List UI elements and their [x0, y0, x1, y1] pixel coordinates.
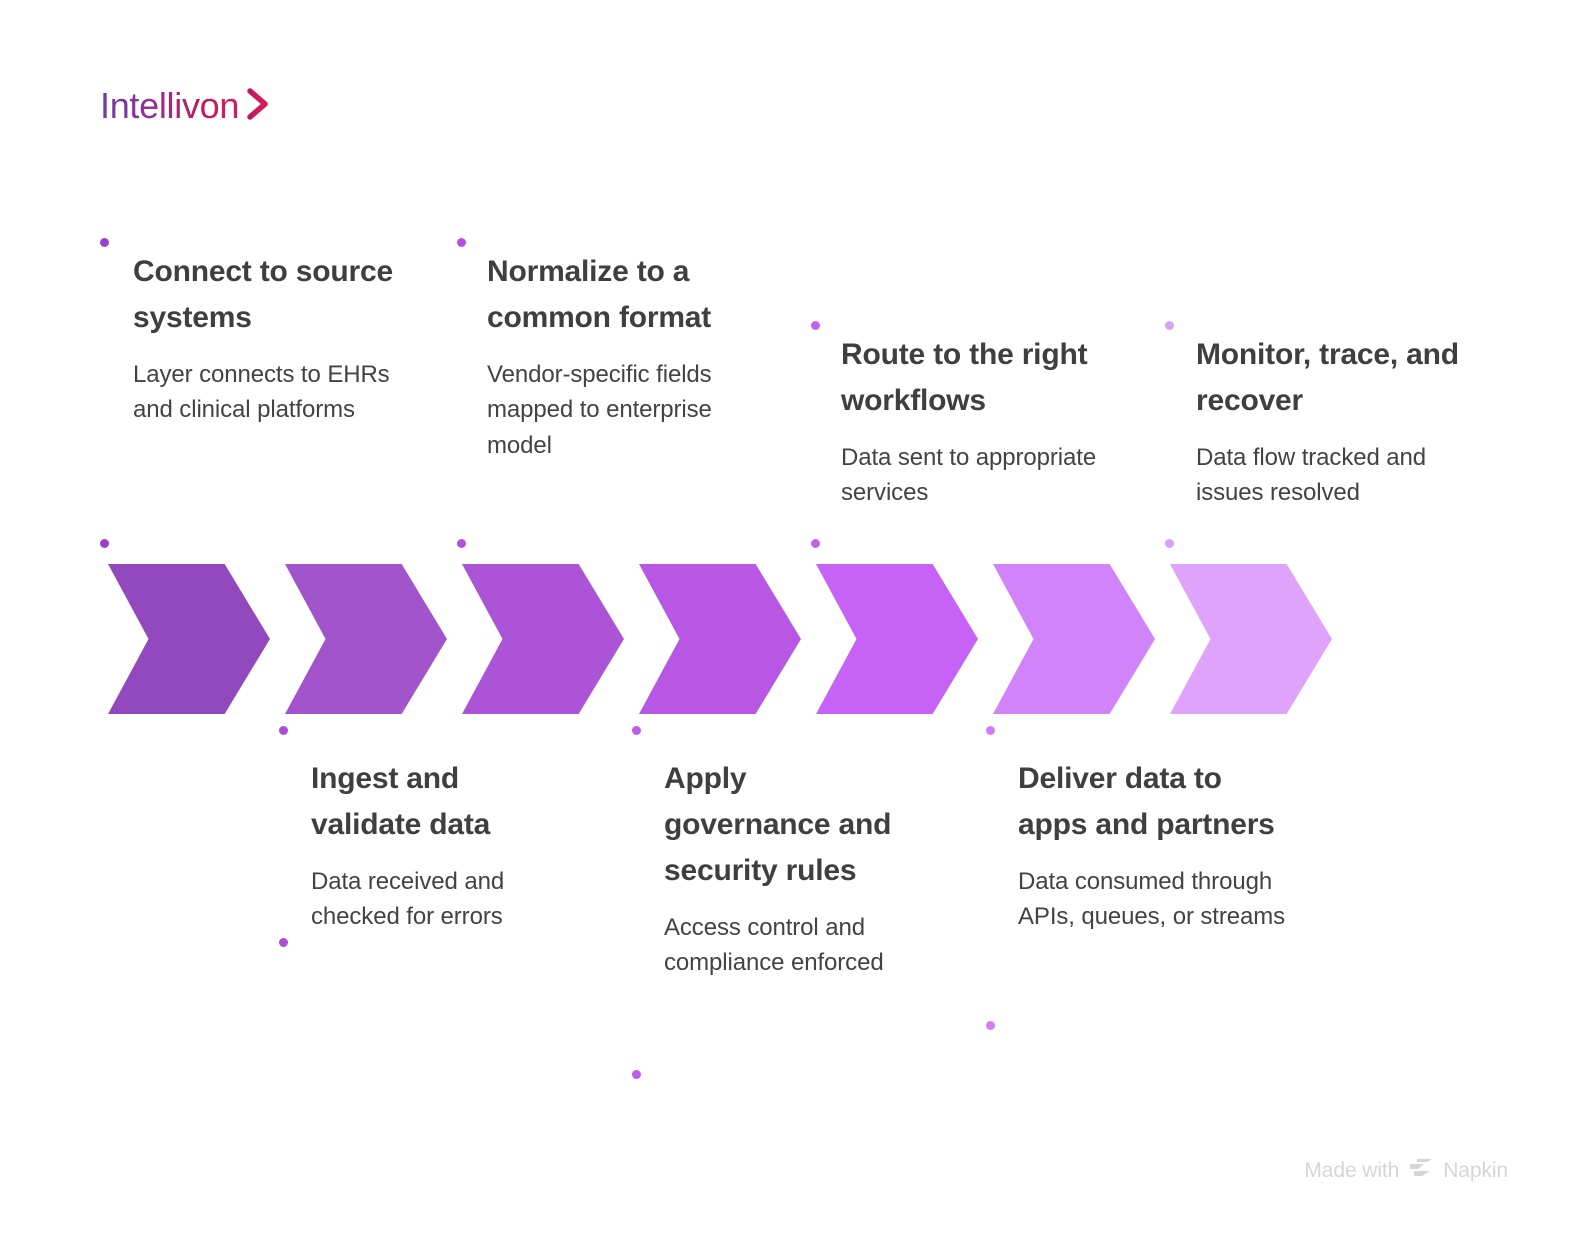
- brand-name: Intellivon: [100, 85, 240, 126]
- step-description-2: Data received and checked for errors: [311, 867, 505, 931]
- step-title-6: Deliver data to apps and partners: [1018, 762, 1275, 841]
- process-chevron-5[interactable]: [816, 564, 978, 714]
- process-chevron-7[interactable]: [1170, 564, 1332, 714]
- step-title-2: Ingest and validate data: [311, 762, 491, 841]
- connector-dot-step-6-bottom: [986, 1021, 995, 1030]
- step-description-6: Data consumed through APIs, queues, or s…: [1018, 867, 1286, 931]
- step-title-3: Normalize to a common format: [487, 255, 712, 334]
- step-title-1: Connect to source systems: [133, 255, 393, 334]
- connector-dot-step-2-bottom: [279, 938, 288, 947]
- connector-dot-step-5-bottom: [811, 539, 820, 548]
- step-description-3: Vendor-specific fields mapped to enterpr…: [487, 360, 712, 459]
- napkin-attribution[interactable]: Made with Napkin: [1304, 1158, 1508, 1184]
- connector-dot-step-4-bottom: [632, 1070, 641, 1079]
- step-label-3: Normalize to a common format Vendor-spec…: [487, 249, 752, 463]
- step-label-1: Connect to source systems Layer connects…: [133, 249, 403, 428]
- process-chevron-2[interactable]: [285, 564, 447, 714]
- made-with-label: Made with: [1304, 1159, 1400, 1182]
- napkin-logo-icon: [1408, 1158, 1434, 1184]
- step-label-6: Deliver data to apps and partners Data c…: [1018, 756, 1293, 935]
- step-title-7: Monitor, trace, and recover: [1196, 338, 1459, 417]
- process-chevron-1[interactable]: [108, 564, 270, 714]
- brand-logo[interactable]: Intellivon: [100, 86, 271, 126]
- process-chevron-4[interactable]: [639, 564, 801, 714]
- connector-dot-step-5-top: [811, 321, 820, 330]
- step-label-7: Monitor, trace, and recover Data flow tr…: [1196, 332, 1486, 511]
- connector-dot-step-7-bottom: [1165, 539, 1174, 548]
- step-description-7: Data flow tracked and issues resolved: [1196, 443, 1427, 507]
- napkin-product-name: Napkin: [1443, 1159, 1508, 1182]
- connector-dot-step-3-top: [457, 238, 466, 247]
- step-description-5: Data sent to appropriate services: [841, 443, 1097, 507]
- step-label-2: Ingest and validate data Data received a…: [311, 756, 576, 935]
- process-chevron-6[interactable]: [993, 564, 1155, 714]
- connector-dot-step-4-top: [632, 726, 641, 735]
- step-title-5: Route to the right workflows: [841, 338, 1088, 417]
- connector-dot-step-6-top: [986, 726, 995, 735]
- step-description-1: Layer connects to EHRs and clinical plat…: [133, 360, 390, 424]
- connector-dot-step-2-top: [279, 726, 288, 735]
- step-label-4: Apply governance and security rules Acce…: [664, 756, 914, 981]
- process-chevron-3[interactable]: [462, 564, 624, 714]
- connector-dot-step-1-bottom: [100, 539, 109, 548]
- step-label-5: Route to the right workflows Data sent t…: [841, 332, 1141, 511]
- step-title-4: Apply governance and security rules: [664, 762, 892, 887]
- chevron-right-icon: [245, 87, 271, 126]
- connector-dot-step-7-top: [1165, 321, 1174, 330]
- step-description-4: Access control and compliance enforced: [664, 913, 884, 977]
- connector-dot-step-1-top: [100, 238, 109, 247]
- connector-dot-step-3-bottom: [457, 539, 466, 548]
- process-chevron-band: [108, 564, 1358, 714]
